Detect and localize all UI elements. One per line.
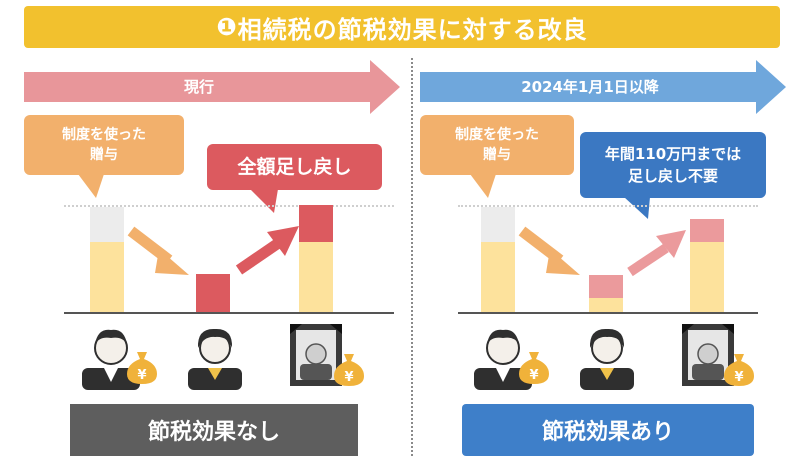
right-result-footer: 節税効果あり <box>462 404 754 456</box>
left-result-footer: 節税効果なし <box>70 404 358 456</box>
left-child-avatar <box>188 328 242 390</box>
right-bar1-excluded <box>481 207 515 242</box>
right-header-arrow <box>420 60 786 114</box>
title-banner: ❶ 相続税の節税効果に対する改良 <box>24 6 780 48</box>
right-child-avatar <box>580 328 634 390</box>
section-divider <box>411 58 413 456</box>
left-gift-bubble: 制度を使った 贈与 <box>24 115 184 175</box>
right-gift-line2: 贈与 <box>483 147 511 163</box>
left-bar1-excluded <box>90 207 124 242</box>
right-gift-bubble-tail <box>470 174 496 198</box>
left-result-bubble: 全額足し戻し <box>207 144 382 190</box>
right-baseline <box>458 312 758 314</box>
right-bar3-estate <box>690 242 724 312</box>
left-bar3-estate <box>299 242 333 312</box>
page-title: 相続税の節税効果に対する改良 <box>237 15 588 44</box>
left-bar3-addback <box>299 205 333 242</box>
right-bar2-exempt <box>589 298 623 312</box>
left-gift-bubble-tail <box>78 174 104 198</box>
left-deceased-money-bag-icon: ¥ <box>334 354 364 386</box>
left-parent-money-bag-icon: ¥ <box>127 352 157 384</box>
right-parent-avatar <box>474 329 532 390</box>
left-arrow-up <box>235 226 299 275</box>
right-arrow-up <box>627 230 686 277</box>
title-number: ❶ <box>216 13 238 41</box>
right-result-bubble-tail <box>624 197 650 219</box>
right-bar3-addback <box>690 219 724 242</box>
left-parent-avatar <box>82 329 140 390</box>
left-bar1-estate <box>90 242 124 312</box>
left-gift-line1: 制度を使った <box>62 127 146 143</box>
right-bar1-estate <box>481 242 515 312</box>
right-result-line2: 足し戻し不要 <box>627 167 718 185</box>
right-deceased-money-bag-icon: ¥ <box>724 354 754 386</box>
left-header-label: 現行 <box>183 78 214 96</box>
right-result-bubble: 年間110万円までは 足し戻し不要 <box>580 132 766 198</box>
right-arrow-down <box>518 226 580 275</box>
svg-text:¥: ¥ <box>529 368 538 383</box>
right-bar2-gift <box>589 275 623 298</box>
left-deceased-portrait <box>290 324 342 386</box>
left-reference-line <box>64 205 394 207</box>
left-bar2-gift <box>196 274 230 312</box>
svg-text:¥: ¥ <box>137 368 146 383</box>
right-gift-line1: 制度を使った <box>455 127 539 143</box>
right-result-line1: 年間110万円までは <box>604 145 742 163</box>
svg-text:¥: ¥ <box>344 370 353 385</box>
right-parent-money-bag-icon: ¥ <box>519 352 549 384</box>
left-header-arrow <box>24 60 400 114</box>
left-arrow-down <box>127 226 189 275</box>
right-reference-line <box>458 205 758 207</box>
right-gift-bubble: 制度を使った 贈与 <box>420 115 574 175</box>
svg-text:¥: ¥ <box>734 370 743 385</box>
left-gift-line2: 贈与 <box>90 147 118 163</box>
left-result-bubble-tail <box>250 189 278 213</box>
right-header-label: 2024年1月1日以降 <box>521 78 659 96</box>
left-baseline <box>64 312 394 314</box>
